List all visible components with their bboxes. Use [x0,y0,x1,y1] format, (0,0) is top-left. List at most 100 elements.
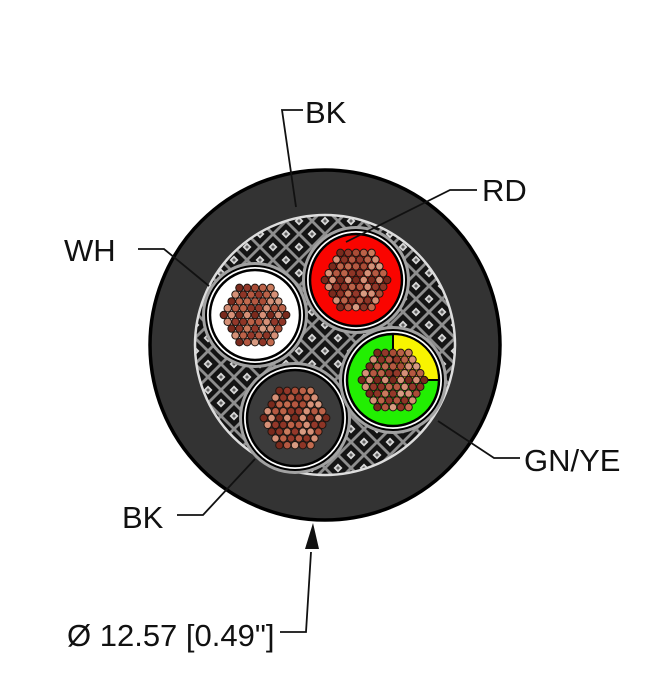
copper-strand [375,289,384,298]
copper-strand [396,362,405,371]
copper-strand [314,427,323,436]
copper-strand [223,317,232,326]
copper-strand [227,324,236,333]
copper-strand [246,304,256,313]
copper-strand [377,396,386,405]
copper-strand [347,296,357,305]
copper-strand [227,297,236,306]
copper-strand [219,310,229,320]
copper-strand [250,338,260,347]
copper-strand [384,369,394,378]
copper-strand [239,290,248,299]
copper-strand [396,389,405,398]
label-outer-diameter: Ø 12.57 [0.49"] [67,618,274,653]
copper-strand [400,396,409,405]
label-wh: WH [64,233,116,268]
copper-strand [412,389,421,398]
copper-strand [258,338,267,347]
copper-strand [290,427,300,436]
copper-strand [235,338,244,347]
copper-strand [254,331,264,340]
copper-strand [381,403,390,412]
copper-strand [344,248,353,258]
copper-strand [384,355,394,364]
strand-bundle [219,283,291,347]
leader-line-rd [345,189,477,243]
copper-strand [262,290,271,299]
copper-strand [278,304,287,313]
copper-strand [367,275,376,285]
copper-strand [270,290,279,299]
copper-strand [283,441,292,450]
copper-strand [283,413,292,423]
copper-strand [243,283,252,292]
copper-strand [340,269,349,278]
copper-strand [258,297,267,306]
copper-strand [396,375,405,385]
copper-strand [294,434,304,443]
conductor-white [202,262,308,368]
copper-strand [290,413,300,423]
copper-strand [347,269,357,278]
copper-strand [369,355,378,364]
conductor-black [239,362,351,474]
copper-strand [322,413,331,423]
copper-strand [318,420,327,429]
copper-strand [363,282,372,291]
copper-strand [250,310,260,320]
copper-strand [250,324,260,333]
copper-strand [404,362,413,371]
copper-strand [363,255,372,264]
copper-strand [408,355,417,364]
copper-strand [412,375,421,385]
copper-strand [267,427,276,436]
copper-strand [400,369,409,378]
conductor-yellow-wedge [392,332,441,381]
copper-strand [396,403,405,412]
copper-strand [396,348,405,357]
copper-strand [235,297,244,306]
copper-strand [283,386,292,395]
copper-strand [355,296,365,305]
copper-strand [258,324,267,333]
copper-strand [359,262,368,271]
copper-strand [274,310,283,320]
copper-strand [351,262,361,271]
copper-strand [324,269,333,278]
copper-strand [332,255,341,264]
leader-line-jacket-bk [280,109,303,208]
strand-bundle [357,348,429,412]
copper-strand [243,297,252,306]
copper-strand [347,282,357,291]
copper-strand [320,275,329,285]
copper-strand [373,348,382,357]
copper-strand [388,348,398,357]
copper-strand [279,420,288,429]
copper-strand [250,283,260,292]
copper-strand [275,427,284,436]
copper-strand [328,289,337,298]
copper-strand [254,317,264,326]
copper-strand [266,310,275,320]
leader-line-bk-conductor [177,458,256,516]
copper-strand [227,310,236,320]
copper-strand [375,262,384,271]
copper-strand [298,413,307,423]
copper-strand [377,355,386,364]
copper-strand [250,297,260,306]
copper-strand [254,290,264,299]
copper-strand [340,282,349,291]
copper-strand [347,255,357,264]
copper-strand [359,303,368,312]
label-jacket-bk: BK [305,95,347,130]
copper-strand [357,375,366,385]
copper-strand [271,420,280,429]
copper-strand [306,386,315,395]
copper-strand [262,331,271,340]
copper-strand [302,407,311,416]
copper-strand [344,275,353,285]
label-bk-conductor: BK [122,500,164,535]
copper-strand [355,269,365,278]
copper-strand [270,331,279,340]
copper-strand [367,289,376,298]
